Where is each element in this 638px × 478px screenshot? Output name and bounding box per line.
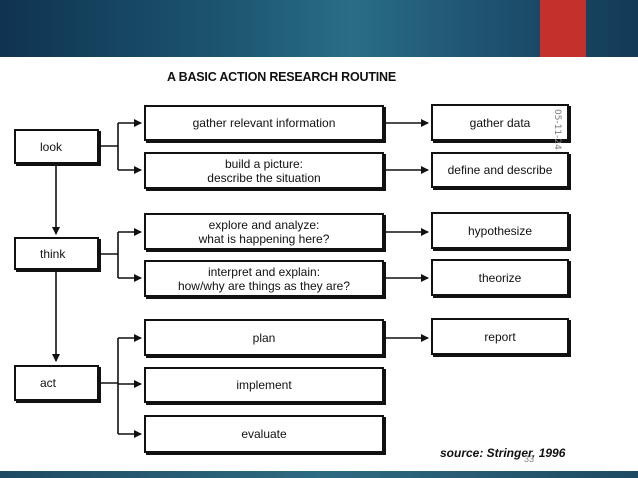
stage-look-box: look	[14, 129, 99, 164]
activity-gather-info-label: gather relevant information	[192, 116, 336, 130]
activity-gather-info-box: gather relevant information	[144, 105, 384, 141]
activity-build-picture-line1: build a picture:	[224, 156, 304, 171]
activity-implement-label: implement	[236, 378, 292, 392]
outcome-gather-data-box: gather data	[431, 104, 569, 141]
activity-interpret-box: interpret and explain: how/why are thing…	[144, 260, 384, 297]
stage-think-box: think	[14, 237, 99, 270]
outcome-define-describe-label: define and describe	[447, 163, 553, 177]
activity-explore-line2: what is happening here?	[198, 231, 330, 246]
outcome-gather-data-label: gather data	[469, 115, 531, 130]
activity-build-picture-line2: describe the situation	[207, 170, 321, 185]
stage-think-label: think	[40, 246, 66, 261]
outcome-report-box: report	[431, 318, 569, 355]
activity-implement-box: implement	[144, 367, 384, 403]
outcome-report-label: report	[484, 329, 516, 344]
outcome-theorize-box: theorize	[431, 259, 569, 296]
header-accent-block	[540, 0, 586, 57]
footer-bar	[0, 471, 638, 478]
stage-act-box: act	[14, 365, 99, 401]
activity-build-picture-box: build a picture: describe the situation	[144, 152, 384, 189]
activity-interpret-line1: interpret and explain:	[207, 264, 321, 279]
stage-act-label: act	[40, 376, 57, 390]
activity-plan-label: plan	[252, 330, 276, 345]
activity-evaluate-label: evaluate	[241, 427, 287, 441]
header-bar	[0, 0, 638, 57]
date-stamp: 05-11-24	[552, 108, 562, 150]
outcome-theorize-label: theorize	[478, 270, 522, 285]
outcome-hypothesize-label: hypothesize	[467, 223, 533, 238]
activity-evaluate-box: evaluate	[144, 415, 384, 453]
source-citation: source: Stringer, 1996	[440, 446, 566, 460]
outcome-hypothesize-box: hypothesize	[431, 212, 569, 249]
activity-interpret-line2: how/why are things as they are?	[177, 278, 351, 293]
stage-look-label: look	[40, 139, 63, 154]
activity-plan-box: plan	[144, 319, 384, 356]
diagram-title: A BASIC ACTION RESEARCH ROUTINE	[167, 70, 396, 84]
activity-explore-line1: explore and analyze:	[208, 217, 320, 232]
page-number: 33	[524, 454, 535, 464]
activity-explore-box: explore and analyze: what is happening h…	[144, 213, 384, 250]
outcome-define-describe-box: define and describe	[431, 152, 569, 188]
